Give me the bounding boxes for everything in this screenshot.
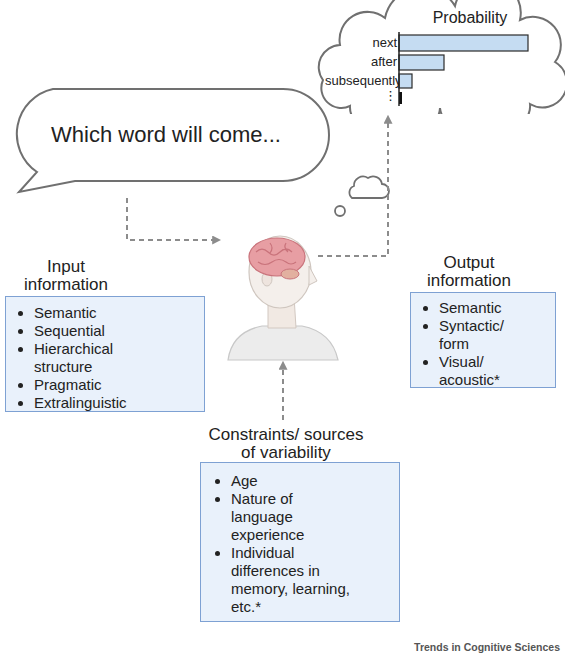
box-heading: Constraints/ sources of variability — [200, 426, 372, 462]
watermark: Trends in Cognitive Sciences — [380, 641, 560, 653]
chart-title: Probability — [415, 8, 525, 28]
bullet-item: Nature of language experience — [231, 490, 351, 544]
thought-puff — [349, 176, 389, 198]
person-shoulders — [228, 326, 338, 360]
box-heading: Input information — [5, 258, 127, 294]
flow-arrow — [127, 198, 214, 240]
cloud-shape — [319, 0, 565, 114]
bullet-list: SemanticSequentialHierarchical structure… — [12, 304, 169, 412]
bullet-item: Individual differences in memory, learni… — [231, 544, 351, 616]
person-nose — [309, 266, 317, 285]
bullet-item: Visual/ acoustic* — [439, 353, 534, 389]
speech-bubble: Which word will come... — [3, 86, 333, 196]
person-ear — [262, 272, 272, 286]
bullet-item: Semantic — [439, 299, 534, 317]
box-panel: SemanticSyntactic/ formVisual/ acoustic* — [410, 292, 556, 388]
brain-cerebellum — [281, 269, 299, 279]
person-neck — [268, 296, 296, 328]
bar-label: ⋮ — [325, 88, 397, 104]
brain — [249, 238, 305, 276]
bar-label: next — [325, 35, 397, 51]
info-box: Output informationSemanticSyntactic/ for… — [408, 254, 560, 390]
flow-arrow — [282, 368, 284, 420]
bullet-item: Hierarchical structure — [34, 340, 169, 376]
bar-label: after — [325, 54, 397, 70]
bullet-item: Extralinguistic — [34, 394, 169, 412]
speech-text: Which word will come... — [3, 122, 329, 148]
bullet-list: SemanticSyntactic/ formVisual/ acoustic* — [417, 299, 534, 389]
bullet-list: AgeNature of language experienceIndividu… — [209, 472, 351, 616]
thought-dot — [335, 206, 345, 216]
person-head — [249, 236, 311, 308]
brain-folds — [256, 243, 296, 265]
thought-cloud: Probability next after subsequently⋮ — [315, 0, 565, 114]
box-panel: SemanticSequentialHierarchical structure… — [5, 296, 205, 412]
bullet-item: Sequential — [34, 322, 169, 340]
info-box: Input informationSemanticSequentialHiera… — [5, 258, 207, 414]
bar-label: subsequently — [325, 73, 397, 89]
info-box: Constraints/ sources of variabilityAgeNa… — [200, 426, 402, 624]
bullet-item: Pragmatic — [34, 376, 169, 394]
bullet-item: Syntactic/ form — [439, 317, 534, 353]
bullet-item: Age — [231, 472, 351, 490]
box-heading: Output information — [408, 254, 530, 290]
bullet-item: Semantic — [34, 304, 169, 322]
box-panel: AgeNature of language experienceIndividu… — [200, 462, 400, 622]
